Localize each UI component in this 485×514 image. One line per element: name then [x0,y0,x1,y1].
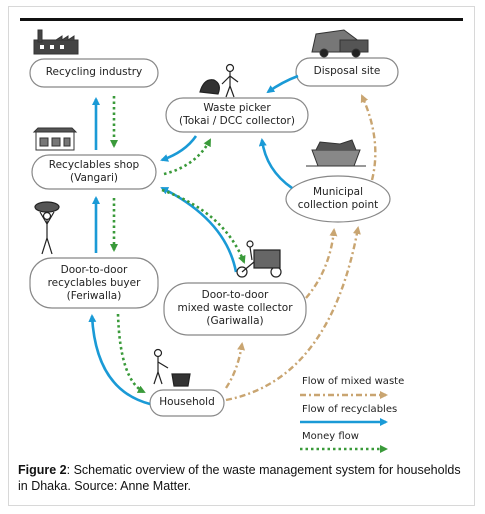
node-disposal-site [295,57,399,87]
label-recyclables-shop-line1: Recyclables shop [48,159,140,171]
caption-text: : Schematic overview of the waste manage… [18,463,461,493]
label-recyclables-shop: Recyclables shop (Vangari) [32,159,156,185]
flow-money-feriwalla-to-household [116,313,146,394]
label-municipal-collection-point: Municipal collection point [286,186,390,212]
rickshaw-van-icon [236,240,282,278]
label-waste-picker-line1: Waste picker [203,102,271,114]
legend-label-money: Money flow [302,431,359,442]
collection-container-icon [306,139,366,167]
label-household: Household [159,396,215,408]
flow-recyclables-disposal-to-picker [266,74,299,94]
recyclables-buyer-icon [34,201,60,255]
waste-picker-icon [199,63,239,98]
node-gariwalla [163,282,307,336]
label-gariwalla-line1: Door-to-door [201,289,269,301]
flow-recyclables-household-to-feriwalla [88,314,151,406]
flow-mixed-gariwalla-to-municipal [305,228,338,299]
flow-recyclables-municipal-to-picker [258,138,293,190]
node-recycling-industry [29,58,159,88]
node-waste-picker [165,97,309,133]
household-person-icon [153,348,191,387]
label-municipal-line1: Municipal [313,186,363,198]
label-gariwalla-line3: (Gariwalla) [206,315,264,327]
node-recyclables-shop [31,154,157,190]
flow-mixed-household-to-gariwalla [225,342,246,389]
legend-label-mixed-waste: Flow of mixed waste [302,376,405,387]
label-recycling-industry: Recycling industry [45,66,143,78]
disposal-truck-icon [311,29,369,58]
label-waste-picker: Waste picker (Tokai / DCC collector) [166,102,308,128]
top-rule [20,18,463,21]
label-recyclables-shop-line2: (Vangari) [70,172,118,184]
node-municipal-collection-point [285,175,391,223]
legend-label-recyclables: Flow of recyclables [302,404,398,415]
node-feriwalla [29,257,159,309]
shop-stall-icon [32,127,78,151]
figure-caption: Figure 2: Schematic overview of the wast… [18,462,470,494]
label-feriwalla-line3: (Feriwalla) [66,290,122,302]
label-feriwalla-line2: recyclables buyer [47,277,141,289]
flow-mixed-municipal-to-disposal [360,94,377,181]
label-feriwalla-line1: Door-to-door [60,264,128,276]
label-feriwalla: Door-to-door recyclables buyer (Feriwall… [30,264,158,303]
label-waste-picker-line2: (Tokai / DCC collector) [179,115,295,127]
caption-label: Figure 2 [18,463,67,477]
flow-mixed-household-to-municipal [225,226,361,402]
flow-recyclables-picker-to-shop [160,135,198,162]
label-gariwalla-line2: mixed waste collector [177,302,293,314]
factory-icon [33,29,79,55]
label-disposal-site: Disposal site [313,65,381,77]
label-gariwalla: Door-to-door mixed waste collector (Gari… [164,289,306,328]
flow-money-shop-to-gariwalla [161,188,246,264]
flow-recyclables-gariwalla-to-shop [160,186,238,273]
label-municipal-line2: collection point [297,199,379,211]
